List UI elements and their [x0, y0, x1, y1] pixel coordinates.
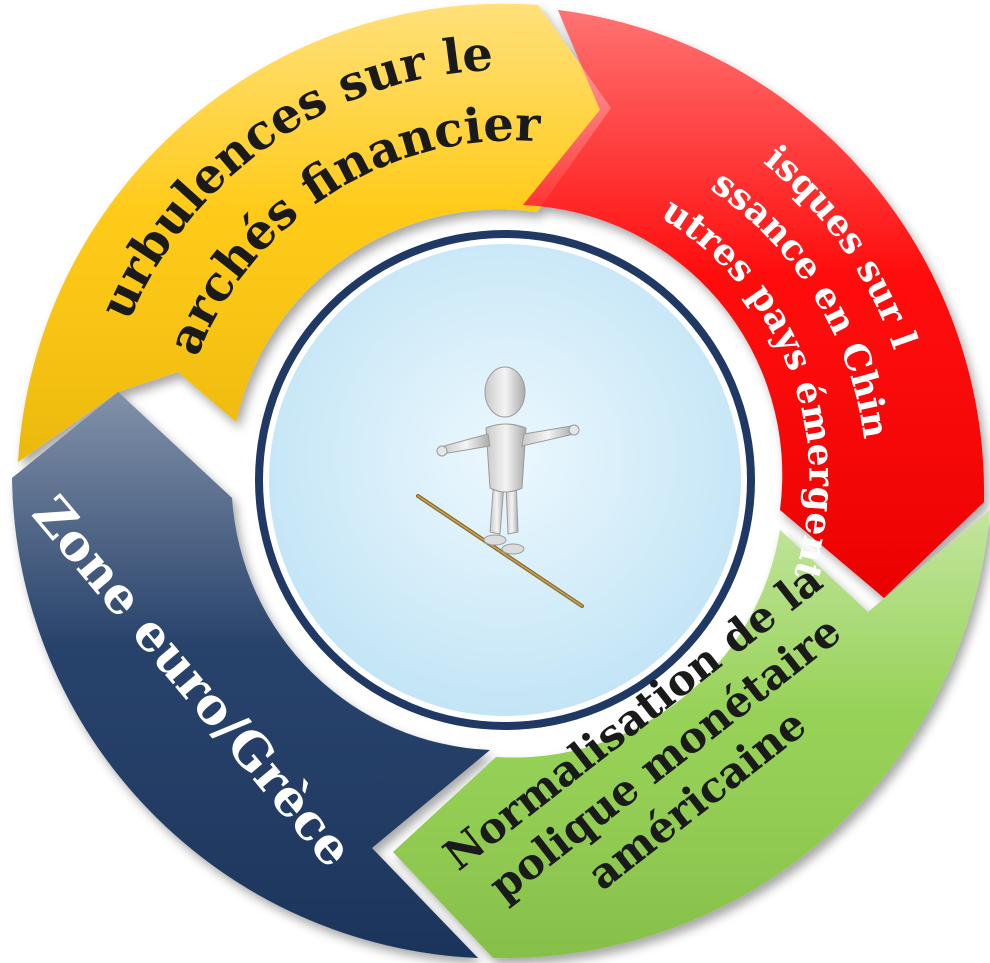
- gloss-overlay: [12, 3, 990, 959]
- tightrope-walker-figure: [416, 366, 584, 608]
